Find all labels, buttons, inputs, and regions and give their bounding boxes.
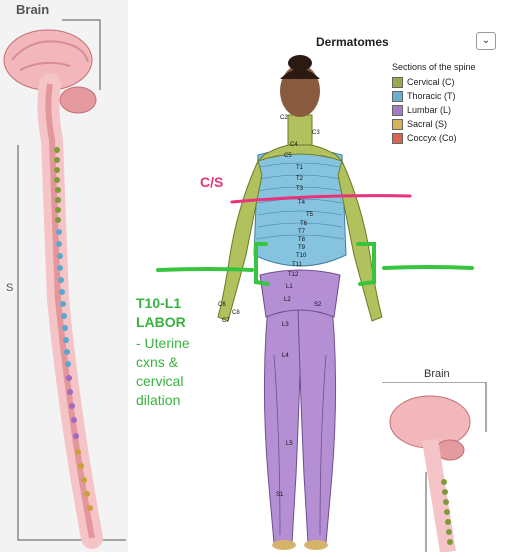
dermatome-label: C3 (312, 130, 320, 136)
legend-item: Coccyx (Co) (392, 131, 476, 145)
dermatome-label: C2 (280, 115, 288, 121)
labor-note: T10-L1 LABOR - Uterine cxns & cervical d… (136, 294, 226, 410)
dermatome-label: C5 (284, 153, 292, 159)
dermatome-label: L2 (284, 297, 291, 303)
left-green-line (156, 267, 254, 272)
dermatome-label: C6 (218, 302, 226, 308)
cs-annotation: C/S (200, 174, 224, 190)
dermatome-label: T12 (288, 272, 299, 278)
note-line: dilation (136, 392, 181, 408)
dermatome-label: T4 (298, 200, 306, 206)
dermatome-label: T6 (300, 221, 308, 227)
page-title: Dermatomes (316, 35, 389, 49)
right-green-line (382, 265, 474, 270)
legend-label: Cervical (C) (407, 77, 455, 87)
dermatome-label: L3 (282, 322, 289, 328)
vertebra-dots (54, 147, 93, 511)
note-line: - Uterine (136, 335, 190, 351)
legend-swatch (392, 118, 403, 130)
left-section-label: S (6, 282, 14, 294)
legend-swatch (392, 90, 403, 102)
left-brain-title: Brain (16, 2, 50, 17)
dermatome-label: L1 (286, 284, 293, 290)
chevron-down-icon: ⌄ (481, 35, 491, 46)
dermatome-label: S1 (276, 492, 284, 498)
cs-annotation-line (230, 194, 412, 204)
dermatome-label: T10 (296, 253, 307, 259)
right-brain-illustration (382, 382, 487, 552)
right-bracket (356, 242, 376, 286)
dermatome-label: L4 (282, 353, 289, 359)
dermatome-label: L5 (286, 441, 293, 447)
legend-label: Sacral (S) (407, 119, 448, 129)
dermatome-label: T8 (298, 237, 306, 243)
dermatome-label: C8 (232, 310, 240, 316)
spine-sections-legend: Sections of the spine Cervical (C) Thora… (392, 62, 476, 145)
note-line: cervical (136, 373, 184, 389)
dermatome-label: S2 (314, 302, 322, 308)
dermatome-label: T3 (296, 186, 304, 192)
dermatomes-panel (200, 20, 504, 552)
dermatome-label: T2 (296, 176, 304, 182)
dermatome-label: C7 (222, 318, 230, 324)
legend-swatch (392, 104, 403, 116)
dermatome-label: T9 (298, 245, 306, 251)
dropdown-button[interactable]: ⌄ (476, 32, 496, 50)
legend-title: Sections of the spine (392, 62, 476, 72)
right-brain-title: Brain (424, 368, 450, 380)
dermatome-label: C4 (290, 142, 298, 148)
note-subtitle: LABOR (136, 314, 186, 330)
legend-item: Thoracic (T) (392, 89, 476, 103)
dermatome-label: T5 (306, 212, 314, 218)
note-line: cxns & (136, 354, 179, 370)
dermatome-label: T11 (292, 262, 302, 268)
legend-label: Thoracic (T) (407, 91, 456, 101)
dermatome-label: T1 (296, 165, 304, 171)
legend-swatch (392, 76, 403, 88)
legend-label: Lumbar (L) (407, 105, 452, 115)
legend-item: Sacral (S) (392, 117, 476, 131)
dermatome-label: T7 (298, 229, 306, 235)
legend-item: Cervical (C) (392, 75, 476, 89)
legend-swatch (392, 132, 403, 144)
left-bracket (254, 242, 270, 286)
legend-item: Lumbar (L) (392, 103, 476, 117)
legend-label: Coccyx (Co) (407, 133, 457, 143)
note-title: T10-L1 (136, 295, 182, 311)
spinal-cord-illustration (3, 19, 126, 549)
left-spine-panel (0, 0, 128, 552)
